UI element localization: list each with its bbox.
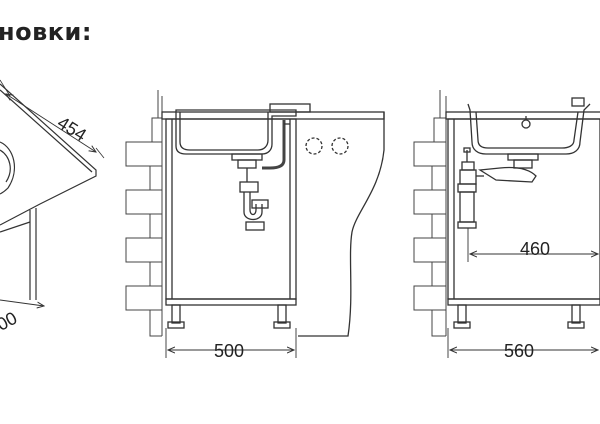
dim-label-500-front: 500	[214, 341, 244, 361]
dim-label-500-top: 500	[0, 308, 20, 340]
section-heading: новки:	[0, 18, 92, 46]
dim-label-460: 460	[520, 239, 550, 259]
brick-wall-left	[125, 90, 163, 337]
cabinet-side-view-drawing	[413, 90, 600, 358]
dim-label-560: 560	[504, 341, 534, 361]
brick-wall-right	[413, 90, 447, 337]
sink-top-view-drawing	[0, 79, 105, 306]
cabinet-front-view-drawing	[125, 90, 385, 358]
dim-label-454: 454	[54, 112, 90, 145]
